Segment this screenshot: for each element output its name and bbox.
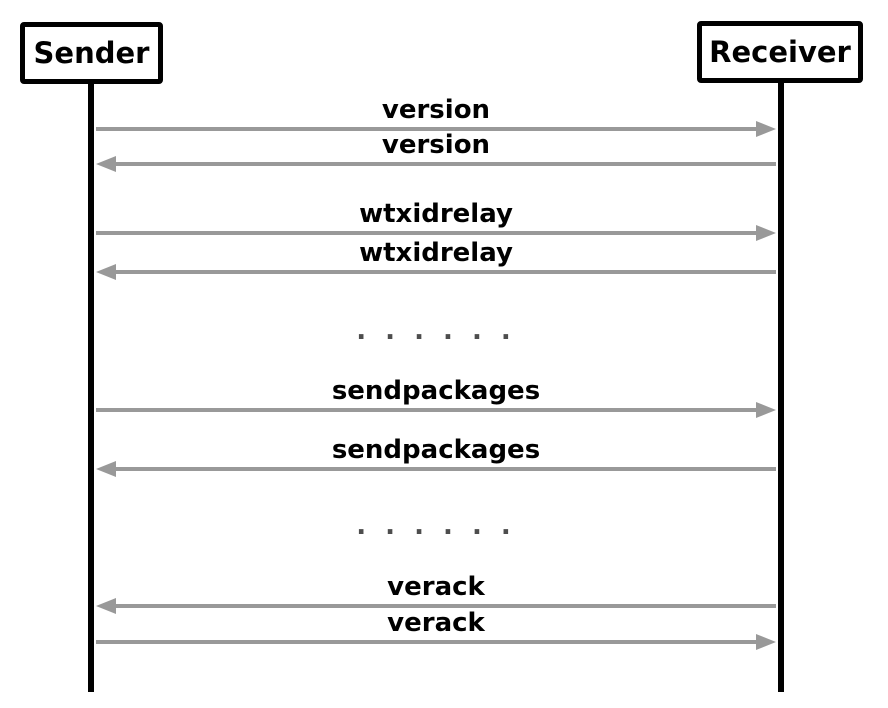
arrowhead-left-icon [96, 264, 116, 280]
message-arrow-line [114, 467, 776, 471]
actor-box-sender: Sender [20, 22, 163, 84]
message-arrow-line [96, 408, 758, 412]
message-arrow-line [96, 231, 758, 235]
arrowhead-left-icon [96, 598, 116, 614]
message-arrow-line [114, 162, 776, 166]
message-label-wtxidrelay: wtxidrelay [359, 199, 513, 229]
message-label-version: version [381, 95, 491, 125]
message-arrow-line [96, 127, 758, 131]
lifeline-sender [88, 83, 94, 692]
arrowhead-left-icon [96, 156, 116, 172]
ellipsis-label: . . . . . . [356, 316, 516, 346]
arrowhead-right-icon [756, 225, 776, 241]
message-label-sendpackages: sendpackages [331, 435, 541, 465]
arrowhead-right-icon [756, 402, 776, 418]
message-label-version: version [381, 130, 491, 160]
message-arrow-line [96, 640, 758, 644]
message-label-verack: verack [387, 608, 485, 638]
actor-label-sender: Sender [33, 36, 150, 70]
arrowhead-right-icon [756, 634, 776, 650]
arrowhead-right-icon [756, 121, 776, 137]
ellipsis-label: . . . . . . [356, 511, 516, 541]
lifeline-receiver [778, 82, 784, 692]
message-label-sendpackages: sendpackages [331, 376, 541, 406]
arrowhead-left-icon [96, 461, 116, 477]
message-label-wtxidrelay: wtxidrelay [359, 238, 513, 268]
message-arrow-line [114, 270, 776, 274]
actor-box-receiver: Receiver [697, 21, 863, 83]
message-label-verack: verack [387, 572, 485, 602]
actor-label-receiver: Receiver [709, 35, 851, 69]
message-arrow-line [114, 604, 776, 608]
